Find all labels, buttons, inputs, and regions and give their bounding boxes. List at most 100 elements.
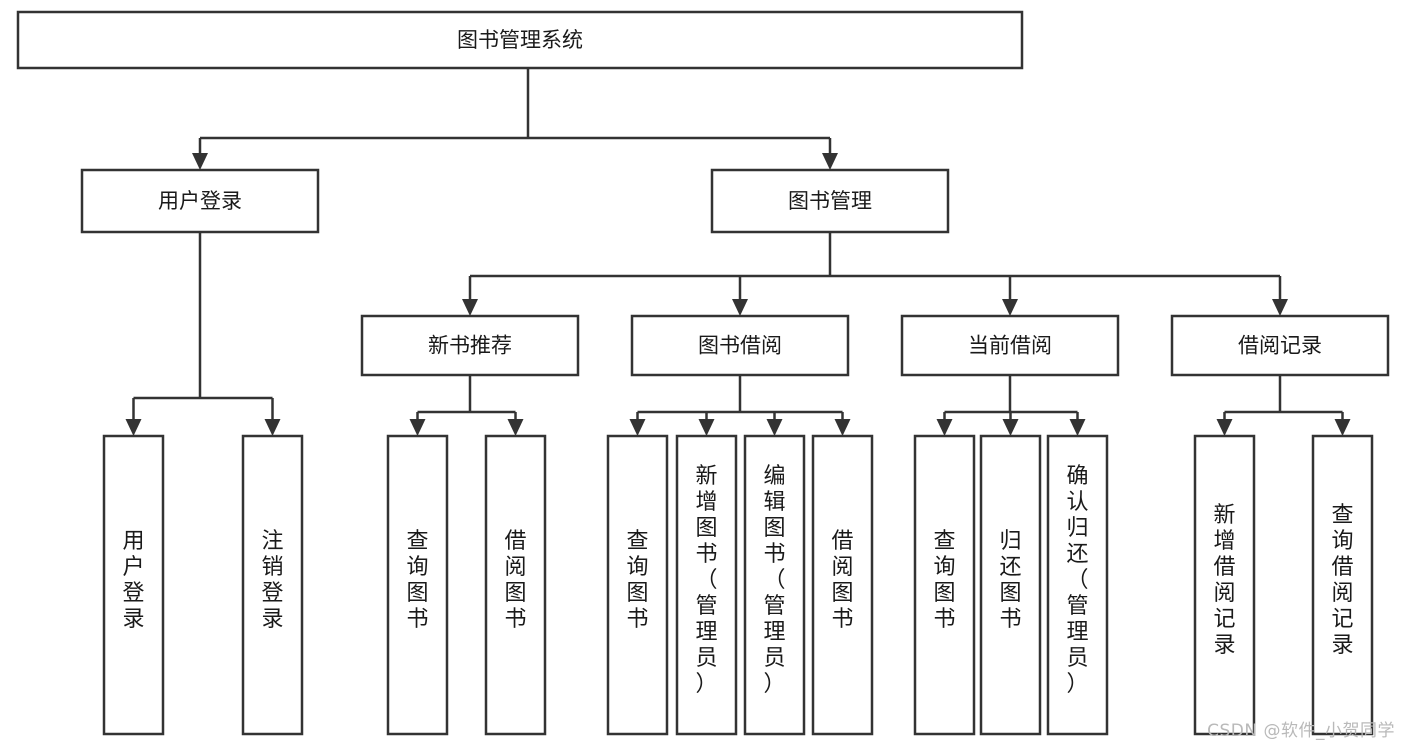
arrow-head-leaf-user-login — [125, 419, 142, 436]
node-leaf-query-book-1-label-char: 图 — [406, 581, 428, 606]
node-book-manage[interactable]: 图书管理 — [710, 168, 950, 234]
node-leaf-return-book-label-char: 还 — [999, 555, 1021, 580]
node-leaf-query-book-2-label-char: 询 — [626, 555, 648, 580]
node-leaf-confirm-return-box — [1046, 434, 1109, 736]
node-user-login-label: 用户登录 — [158, 189, 242, 213]
node-leaf-user-login[interactable]: 用户登录 — [102, 434, 165, 736]
arrow-head-borrow-record — [1272, 299, 1288, 316]
node-leaf-borrow-book-1-label-char: 图 — [504, 581, 526, 606]
node-root-system[interactable]: 图书管理系统 — [16, 10, 1024, 70]
node-leaf-confirm-return-label-char: 认 — [1066, 490, 1088, 515]
node-leaf-confirm-return-label-char: （ — [1066, 568, 1088, 593]
node-leaf-borrow-book-2-label-char: 阅 — [831, 555, 853, 580]
edge-layer — [125, 68, 1351, 436]
node-leaf-edit-book-label-char: 员 — [763, 646, 785, 671]
node-layer: 图书管理系统用户登录图书管理新书推荐图书借阅当前借阅借阅记录用户登录注销登录查询… — [16, 10, 1390, 736]
node-leaf-add-book-label-char: ） — [695, 672, 717, 697]
arrow-head-book-borrow — [732, 299, 748, 316]
node-leaf-confirm-return-label-char: 员 — [1066, 646, 1088, 671]
arrow-head-leaf-borrow-book-2 — [834, 419, 851, 436]
node-leaf-confirm-return-label-char: ） — [1066, 672, 1088, 697]
node-leaf-user-login-box — [102, 434, 165, 736]
node-leaf-return-book-label-char: 书 — [999, 607, 1021, 632]
node-leaf-add-book-label-char: （ — [695, 568, 717, 593]
node-leaf-query-record-label-char: 阅 — [1331, 581, 1353, 606]
node-leaf-query-book-3-label-char: 图 — [933, 581, 955, 606]
node-leaf-borrow-book-1-label-char: 书 — [504, 607, 526, 632]
node-leaf-add-book-label-char: 理 — [695, 620, 717, 645]
node-book-borrow-label: 图书借阅 — [698, 334, 782, 358]
node-leaf-query-book-2-label-char: 图 — [626, 581, 648, 606]
node-leaf-add-book-label-char: 员 — [695, 646, 717, 671]
node-leaf-add-book-label-char: 书 — [695, 542, 717, 567]
arrow-head-leaf-query-book-1 — [409, 419, 426, 436]
node-leaf-query-book-2-label-char: 书 — [626, 607, 648, 632]
node-leaf-edit-book-label-char: 理 — [763, 620, 785, 645]
arrow-head-leaf-add-record — [1216, 419, 1233, 436]
node-book-borrow[interactable]: 图书借阅 — [630, 314, 850, 377]
node-leaf-edit-book-label-char: 编 — [763, 464, 785, 489]
node-leaf-query-record-label-char: 录 — [1331, 633, 1353, 658]
node-leaf-add-book-box — [675, 434, 738, 736]
node-new-book-recommend[interactable]: 新书推荐 — [360, 314, 580, 377]
node-leaf-user-login-label-char: 户 — [122, 555, 144, 580]
node-leaf-borrow-book-1-box — [484, 434, 547, 736]
node-book-manage-box — [710, 168, 950, 234]
node-leaf-query-record-label-char: 询 — [1331, 529, 1353, 554]
node-leaf-confirm-return-label-char: 确 — [1066, 464, 1088, 489]
arrow-head-current-borrow — [1002, 299, 1018, 316]
arrow-head-new-book-recommend — [462, 299, 478, 316]
arrow-head-leaf-confirm-return — [1069, 419, 1086, 436]
node-book-manage-label: 图书管理 — [788, 189, 872, 213]
node-new-book-recommend-label: 新书推荐 — [428, 334, 512, 358]
arrow-head-user-login — [192, 153, 208, 170]
node-leaf-add-record-label-char: 阅 — [1213, 581, 1235, 606]
arrow-head-leaf-borrow-book-1 — [507, 419, 524, 436]
node-root-system-label: 图书管理系统 — [457, 28, 583, 52]
node-leaf-confirm-return-label-char: 归 — [1066, 516, 1088, 541]
node-leaf-user-logout-label-char: 注 — [261, 529, 283, 554]
arrow-head-leaf-query-record — [1334, 419, 1351, 436]
node-leaf-query-book-1-label-char: 查 — [406, 529, 428, 554]
arrow-head-leaf-return-book — [1002, 419, 1019, 436]
node-leaf-query-record-label-char: 查 — [1331, 503, 1353, 528]
node-leaf-confirm-return-label-char: 管 — [1066, 594, 1088, 619]
arrow-head-book-manage — [822, 153, 838, 170]
node-leaf-borrow-book-2-label-char: 图 — [831, 581, 853, 606]
node-current-borrow[interactable]: 当前借阅 — [900, 314, 1120, 377]
node-leaf-add-record-label-char: 借 — [1213, 555, 1235, 580]
node-leaf-add-record-label-char: 新 — [1213, 503, 1235, 528]
node-leaf-edit-book-label-char: （ — [763, 568, 785, 593]
node-leaf-query-book-3-box — [913, 434, 976, 736]
node-leaf-add-record-box — [1193, 434, 1256, 736]
node-leaf-query-book-2-label-char: 查 — [626, 529, 648, 554]
node-user-login[interactable]: 用户登录 — [80, 168, 320, 234]
node-leaf-query-book-2-box — [606, 434, 669, 736]
arrow-head-leaf-user-logout — [264, 419, 281, 436]
node-leaf-edit-book-box — [743, 434, 806, 736]
node-leaf-return-book-box — [979, 434, 1042, 736]
node-user-login-box — [80, 168, 320, 234]
node-leaf-edit-book-label-char: ） — [763, 672, 785, 697]
node-leaf-borrow-book-2-label-char: 借 — [831, 529, 853, 554]
node-leaf-add-book-label-char: 管 — [695, 594, 717, 619]
node-leaf-query-record-label-char: 记 — [1331, 607, 1353, 632]
node-borrow-record[interactable]: 借阅记录 — [1170, 314, 1390, 377]
node-leaf-add-record-label-char: 记 — [1213, 607, 1235, 632]
node-leaf-query-book-3-label-char: 书 — [933, 607, 955, 632]
node-leaf-user-logout-label-char: 登 — [261, 581, 283, 606]
node-leaf-add-record-label-char: 增 — [1213, 529, 1235, 554]
